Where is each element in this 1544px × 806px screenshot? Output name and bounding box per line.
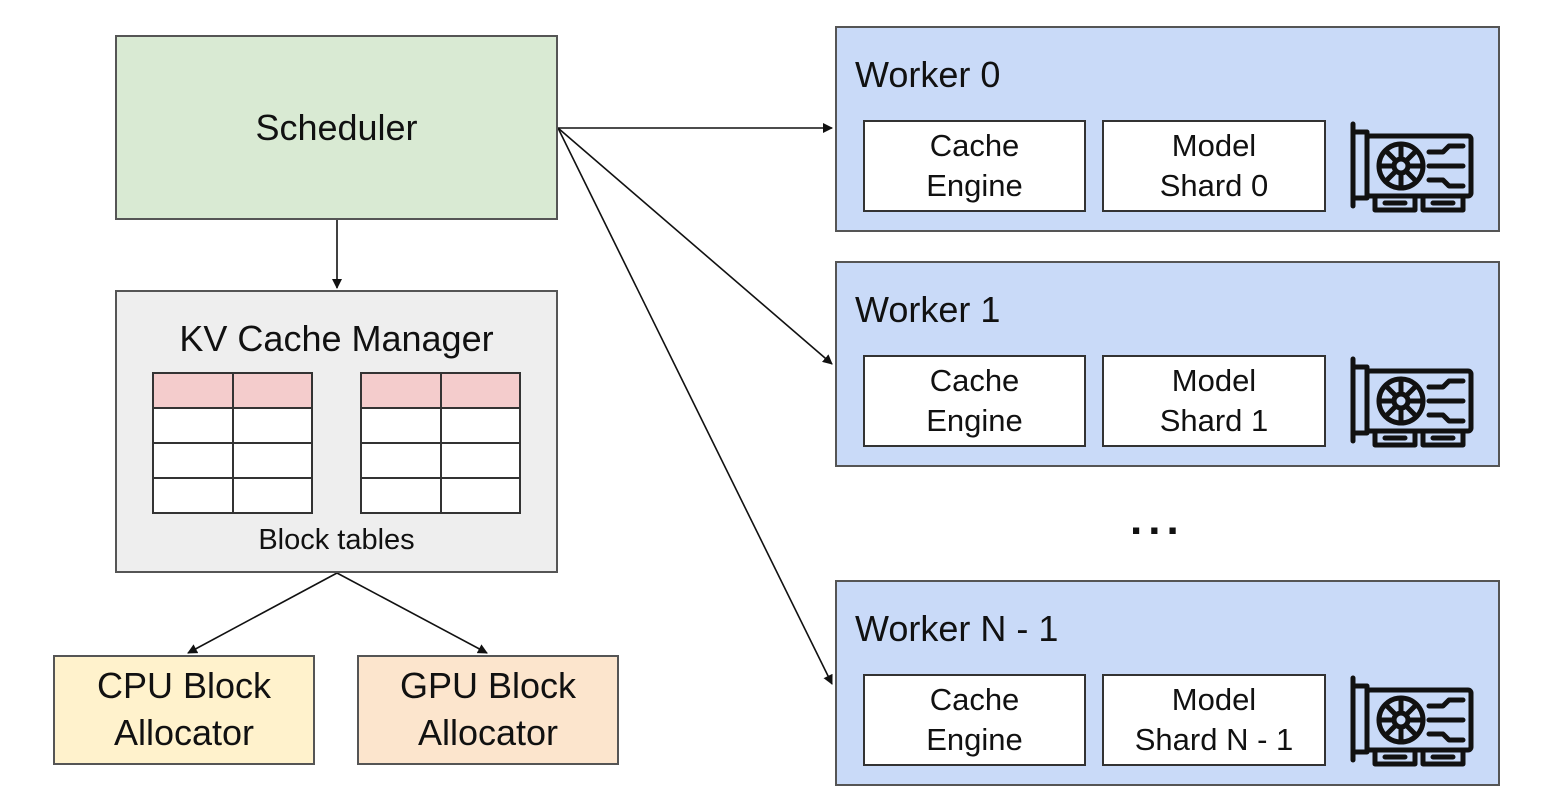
gpu-allocator-line2: Allocator	[417, 712, 559, 753]
cache-engine-line2: Engine	[926, 722, 1023, 757]
cpu-allocator-line2: Allocator	[113, 712, 255, 753]
cache-engine-line1: Cache	[929, 127, 1020, 163]
gpu-card-icon	[1350, 675, 1474, 767]
scheduler-label: Scheduler	[255, 106, 418, 148]
model-shard-line1: Model	[1171, 681, 1257, 717]
model-shard-line2: Shard 1	[1159, 403, 1269, 438]
worker-1-title: Worker 1	[855, 289, 1001, 330]
arrow-kv-to-gpu-allocator	[336, 572, 488, 654]
block-tables-caption: Block tables	[258, 524, 415, 556]
scheduler-box: Scheduler	[115, 35, 558, 220]
worker-0-title: Worker 0	[855, 54, 1001, 95]
gpu-allocator-line1: GPU Block	[399, 665, 577, 707]
worker-n-1-title: Worker N - 1	[855, 608, 1059, 649]
cache-engine-line1: Cache	[929, 681, 1020, 717]
arrow-scheduler-to-worker-1	[557, 127, 833, 365]
model-shard-line2: Shard 0	[1159, 168, 1269, 203]
arrow-scheduler-to-worker-n-1	[557, 127, 833, 685]
cache-engine-line1: Cache	[929, 362, 1020, 398]
gpu-block-allocator-box: GPU Block Allocator	[357, 655, 619, 765]
cpu-block-allocator-box: CPU Block Allocator	[53, 655, 315, 765]
arrow-kv-to-cpu-allocator	[187, 572, 338, 654]
gpu-card-icon	[1350, 356, 1474, 448]
block-table-right	[360, 372, 521, 514]
model-shard-line1: Model	[1171, 362, 1257, 398]
model-shard-line1: Model	[1171, 127, 1257, 163]
cache-engine-line2: Engine	[926, 168, 1023, 203]
kv-cache-manager-box: KV Cache Manager Block tables	[115, 290, 558, 573]
kv-cache-manager-title: KV Cache Manager	[179, 318, 494, 359]
workers-ellipsis: ...	[1130, 495, 1185, 544]
gpu-card-icon	[1350, 121, 1474, 213]
cpu-allocator-line1: CPU Block	[96, 665, 272, 707]
model-shard-line2: Shard N - 1	[1134, 722, 1294, 757]
cache-engine-line2: Engine	[926, 403, 1023, 438]
block-table-left	[152, 372, 313, 514]
